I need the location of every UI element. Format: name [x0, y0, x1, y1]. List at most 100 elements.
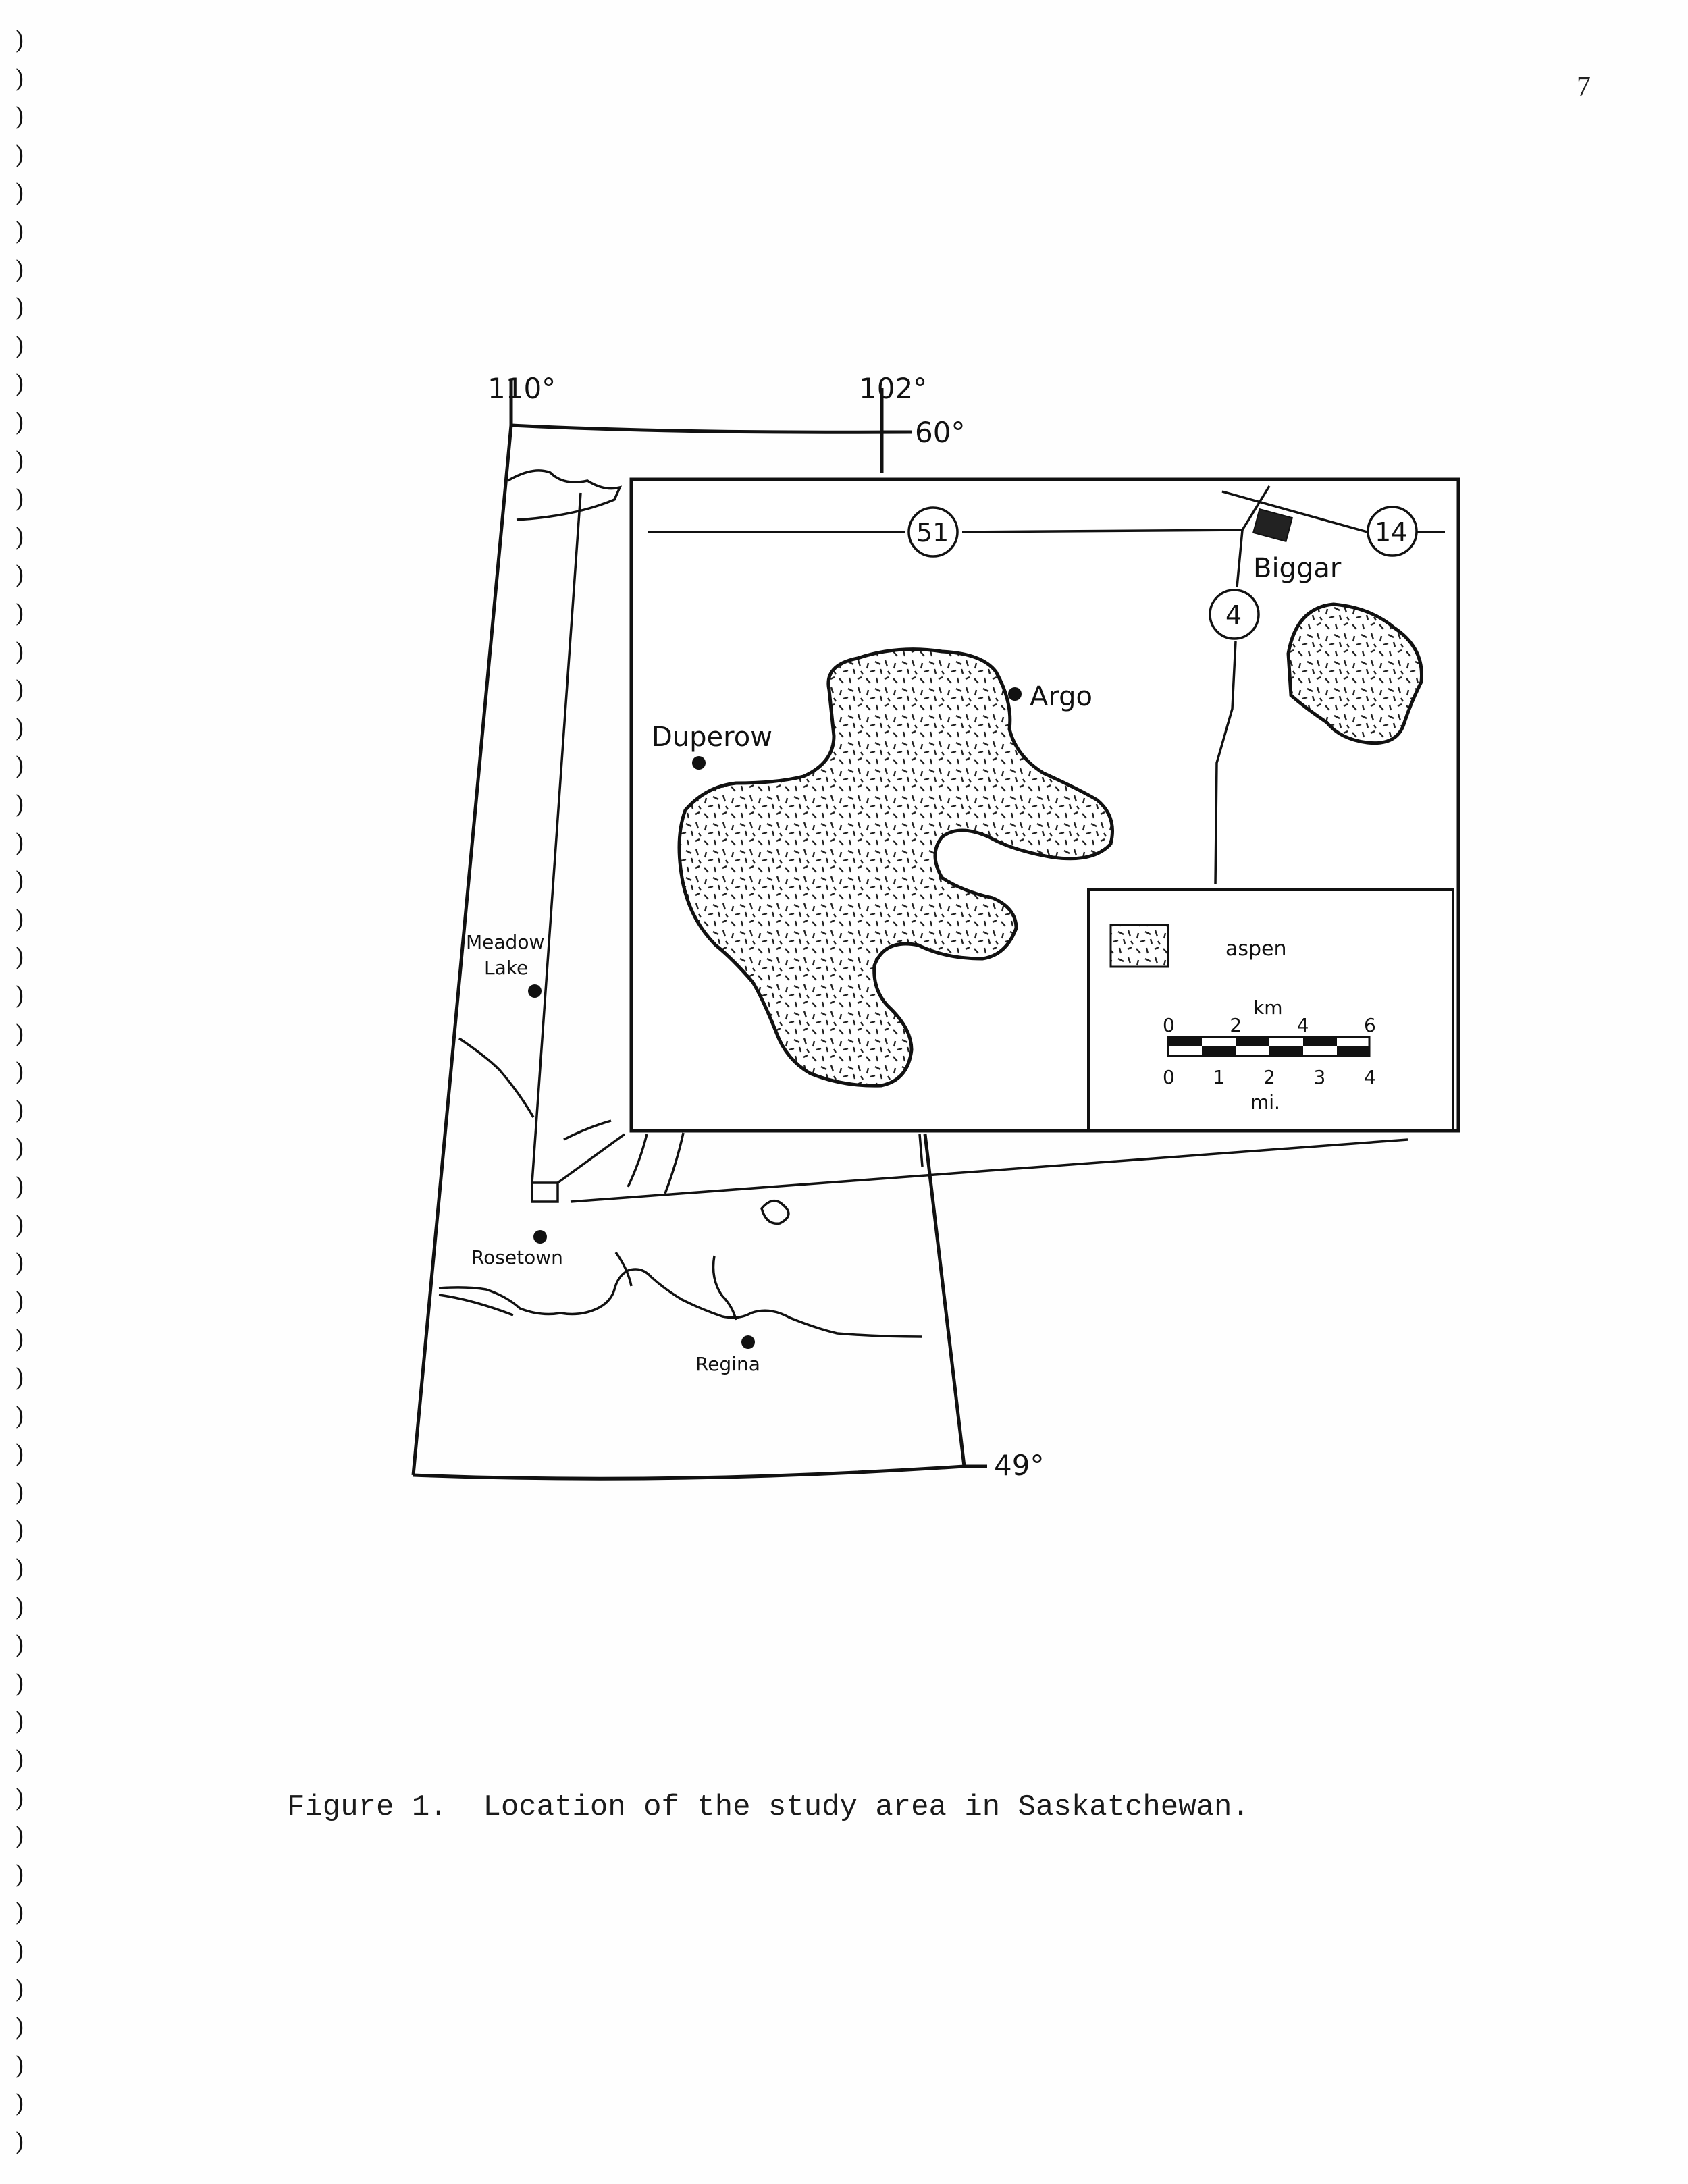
- binding-hole: ): [15, 2090, 25, 2119]
- scale-tick-label: 0: [1163, 1014, 1175, 1036]
- west-boundary-110: [411, 425, 513, 1476]
- river-segment-3: [664, 1132, 685, 1194]
- binding-hole: ): [15, 1096, 25, 1125]
- aspen-stand-east: [1286, 602, 1423, 745]
- binding-hole: ): [15, 447, 25, 475]
- rosetown-dot: [533, 1230, 547, 1244]
- binding-hole: ): [15, 332, 25, 361]
- binding-hole: ): [15, 1747, 25, 1774]
- binding-hole: ): [15, 1670, 25, 1698]
- scale-tick-label: 4: [1297, 1014, 1309, 1036]
- regina-dot: [741, 1335, 755, 1349]
- binding-hole: ): [15, 868, 25, 896]
- highway-51: [648, 506, 1243, 558]
- binding-hole: ): [15, 1861, 25, 1889]
- binding-hole: ): [15, 141, 25, 169]
- duperow-dot: [692, 756, 706, 770]
- binding-hole: ): [15, 1135, 25, 1163]
- small-lake: [760, 1199, 790, 1225]
- scale-km-unit: km: [1253, 996, 1283, 1019]
- binding-hole: ): [15, 1173, 25, 1201]
- binding-hole: ): [15, 2129, 25, 2156]
- binding-hole: ): [15, 1441, 25, 1469]
- regina-label: Regina: [695, 1353, 760, 1375]
- highway-51-label: 51: [916, 518, 949, 548]
- river-branch: [614, 1251, 633, 1287]
- highway-14: [1221, 490, 1445, 557]
- binding-hole: ): [15, 256, 25, 284]
- binding-hole: ): [15, 829, 25, 857]
- study-area-box: [531, 1181, 559, 1203]
- binding-hole: ): [15, 1938, 25, 1965]
- biggar-town-block: [1252, 508, 1294, 543]
- binding-hole: ): [15, 638, 25, 666]
- east-boundary: [923, 1134, 966, 1467]
- lake-athabasca: [507, 469, 623, 521]
- lon-east-label: 102°: [859, 372, 927, 405]
- biggar-label: Biggar: [1253, 553, 1342, 584]
- argo-label: Argo: [1030, 681, 1092, 712]
- lat-south-label: 49°: [994, 1449, 1044, 1482]
- binding-hole: ): [15, 103, 25, 132]
- connector-line-3: [570, 1138, 1408, 1203]
- binding-hole: ): [15, 1250, 25, 1278]
- binding-hole: ): [15, 600, 25, 628]
- binding-hole: ): [15, 562, 25, 590]
- binding-hole: ): [15, 523, 25, 552]
- inset-tick: [918, 1134, 924, 1167]
- meadow-lake-dot: [528, 984, 542, 998]
- binding-hole: ): [15, 1517, 25, 1545]
- province-outline: [411, 379, 987, 1481]
- binding-hole: ): [15, 180, 25, 208]
- binding-hole: ): [15, 944, 25, 972]
- binding-hole: ): [15, 65, 25, 93]
- river-bank: [438, 1294, 514, 1316]
- legend-aspen-swatch: [1109, 924, 1169, 968]
- binding-hole: ): [15, 1899, 25, 1927]
- binding-hole: ): [15, 1020, 25, 1048]
- binding-hole: ): [15, 218, 25, 246]
- lake-diefenbaker: [712, 1255, 737, 1321]
- figure-caption: Figure 1. Location of the study area in …: [287, 1790, 1250, 1824]
- highway-14-label: 14: [1375, 517, 1407, 547]
- scale-tick-label: 6: [1364, 1014, 1376, 1036]
- binding-hole: ): [15, 2052, 25, 2080]
- binding-hole: ): [15, 409, 25, 437]
- argo-dot: [1008, 687, 1022, 701]
- binding-hole: ): [15, 371, 25, 399]
- page-number: 7: [1577, 72, 1591, 103]
- binding-hole: ): [15, 1784, 25, 1813]
- aspen-stand-main: [677, 647, 1114, 1088]
- legend-aspen-label: aspen: [1225, 937, 1287, 961]
- meadow-label: Meadow: [466, 931, 544, 953]
- scale-tick-label: 2: [1263, 1066, 1275, 1088]
- binding-hole: ): [15, 294, 25, 323]
- binding-hole: ): [15, 1823, 25, 1851]
- study-area-pointer: [531, 492, 1408, 1203]
- scale-tick-label: 0: [1163, 1066, 1175, 1088]
- binding-hole: ): [15, 1708, 25, 1736]
- connector-line-1: [531, 492, 582, 1183]
- binding-hole: ): [15, 982, 25, 1010]
- connector-line-2: [556, 1133, 626, 1184]
- river-segment: [563, 1119, 612, 1141]
- river-northwest: [458, 1037, 535, 1118]
- binding-hole: ): [15, 714, 25, 743]
- scale-tick-label: 2: [1230, 1014, 1242, 1036]
- binding-hole: ): [15, 485, 25, 514]
- binding-hole: ): [15, 27, 25, 55]
- lon-west-label: 110°: [487, 372, 556, 405]
- binding-hole: ): [15, 676, 25, 705]
- highway-4: [1209, 485, 1271, 885]
- scale-tick-label: 3: [1314, 1066, 1326, 1088]
- lake-label: Lake: [484, 957, 528, 979]
- highway-4-label: 4: [1225, 600, 1242, 630]
- scale-tick-label: 4: [1364, 1066, 1376, 1088]
- binding-hole: ): [15, 1059, 25, 1087]
- south-boundary-49: [413, 1464, 965, 1481]
- rosetown-label: Rosetown: [471, 1246, 563, 1269]
- north-boundary-60: [510, 423, 911, 434]
